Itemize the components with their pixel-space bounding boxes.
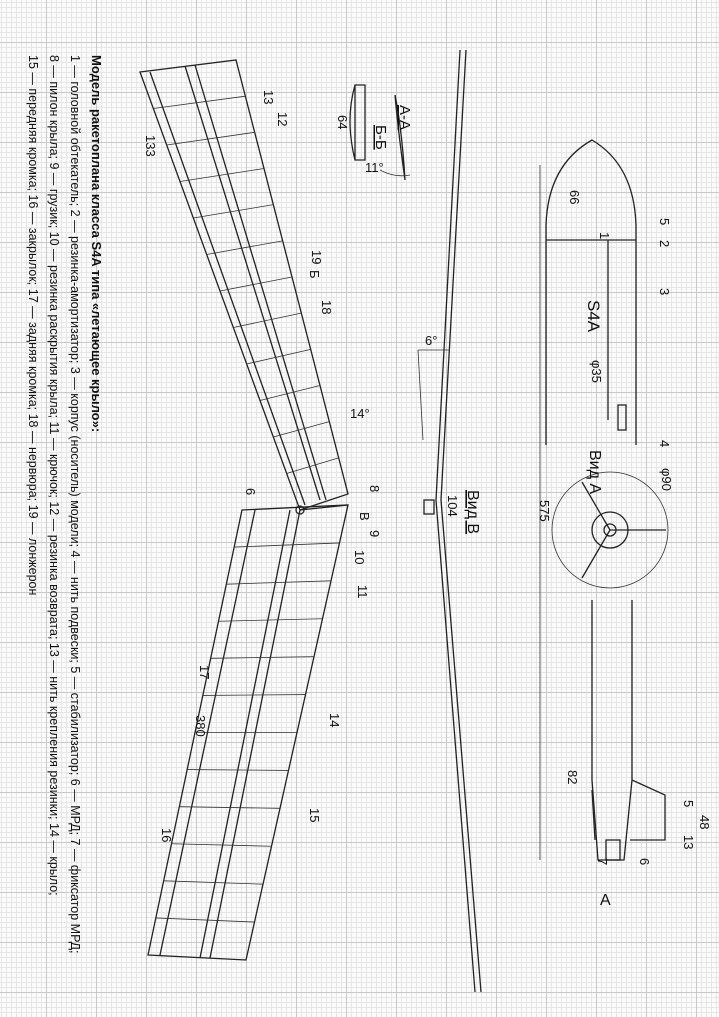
wing-rib	[210, 656, 315, 659]
wing-rib	[187, 769, 289, 771]
dim-nose: 66	[567, 190, 582, 204]
wing-pylon	[299, 504, 349, 511]
arrow-bb-label: Б	[307, 270, 322, 279]
arrow-b-label: В	[357, 512, 372, 521]
fuselage-top-view	[539, 139, 637, 860]
wing-rib	[218, 618, 323, 622]
wing-top-view	[139, 59, 349, 961]
part-9: 9	[367, 530, 382, 537]
wing-rib	[202, 694, 306, 696]
side-view	[417, 49, 482, 993]
view-a-fins	[551, 471, 669, 589]
dim-body-d: φ35	[589, 360, 604, 383]
part-14: 14	[327, 713, 342, 727]
wing-rib	[171, 843, 272, 847]
dim-angle-6: 6°	[425, 333, 437, 348]
dim-section-w: 64	[335, 115, 350, 129]
part-12: 12	[275, 112, 290, 126]
view-a-label: Вид А	[586, 450, 603, 494]
model-mark: S4A	[584, 300, 603, 333]
part-15: 15	[307, 808, 322, 822]
dim-wing-chord: 133	[143, 135, 158, 157]
view-b-label: Вид В	[464, 490, 481, 534]
dim-fin-13: 13	[681, 835, 696, 849]
part-1: 1	[597, 232, 612, 239]
caption-title: Модель ракетоплана класса S4A типа «лета…	[89, 55, 104, 432]
part-4: 4	[657, 440, 672, 447]
wing-rib	[226, 580, 332, 585]
wing-rib	[233, 312, 302, 328]
part-5: 5	[657, 218, 672, 225]
wing-rib	[166, 131, 255, 146]
section-aa-label: А-А	[396, 105, 413, 130]
wing-rib	[179, 168, 265, 182]
fuselage-body	[545, 139, 637, 445]
part-3: 3	[657, 288, 672, 295]
part-19: 19	[309, 250, 324, 264]
dim-fin-span: φ90	[659, 468, 674, 491]
dim-wing-span: 380	[193, 715, 208, 737]
fuselage-tail-view	[591, 600, 666, 861]
part-2: 2	[657, 240, 672, 247]
wing-rib	[259, 385, 321, 401]
wing-rib	[273, 421, 330, 438]
section-bb-label: Б-Б	[372, 125, 389, 150]
wing-rib	[246, 348, 311, 365]
caption-line-2: 8 — пилон крыла; 9 — грузик; 10 — резинк…	[47, 55, 61, 896]
part-16: 16	[159, 828, 174, 842]
wing-rib	[153, 95, 246, 109]
dim-fin-5: 5	[681, 800, 696, 807]
caption-line-1: 1 — головной обтекатель; 2 — резинка-амо…	[68, 55, 82, 954]
sections	[349, 84, 411, 181]
wing-ribs	[153, 95, 340, 923]
wing-rib	[163, 880, 264, 885]
dim-angle-14: 14°	[350, 406, 370, 421]
wing-rib	[234, 542, 340, 548]
caption-line-3: 15 — передняя кромка; 16 — закрылок; 17 …	[26, 55, 40, 595]
part-13: 13	[261, 90, 276, 104]
wing-rib	[193, 204, 274, 219]
wing-rib	[286, 457, 339, 474]
part-17: 17	[197, 665, 212, 679]
part-6: 6	[637, 858, 652, 865]
dim-gap-6: 6	[243, 488, 258, 495]
wing-rib	[155, 917, 255, 923]
part-8: 8	[367, 485, 382, 492]
arrow-a-label: А	[600, 892, 611, 909]
dim-pylon: 104	[445, 495, 460, 517]
wing-rib	[206, 240, 283, 255]
part-18: 18	[319, 300, 334, 314]
dim-tail: 82	[565, 770, 580, 784]
wing-rib	[179, 806, 281, 809]
caption: Модель ракетоплана класса S4A типа «лета…	[26, 55, 104, 954]
part-11: 11	[355, 585, 370, 599]
labels: Вид А Вид В А-А Б-Б S4A А В Б 575 66 82 …	[143, 90, 712, 909]
dim-length: 575	[537, 500, 552, 522]
part-7: 7	[595, 858, 610, 865]
wing-rib	[219, 276, 293, 292]
dim-fin-h: 48	[697, 815, 712, 829]
dim-angle-11: 11°	[365, 160, 384, 175]
part-10: 10	[352, 550, 367, 564]
upper-wing-panel	[139, 59, 349, 511]
